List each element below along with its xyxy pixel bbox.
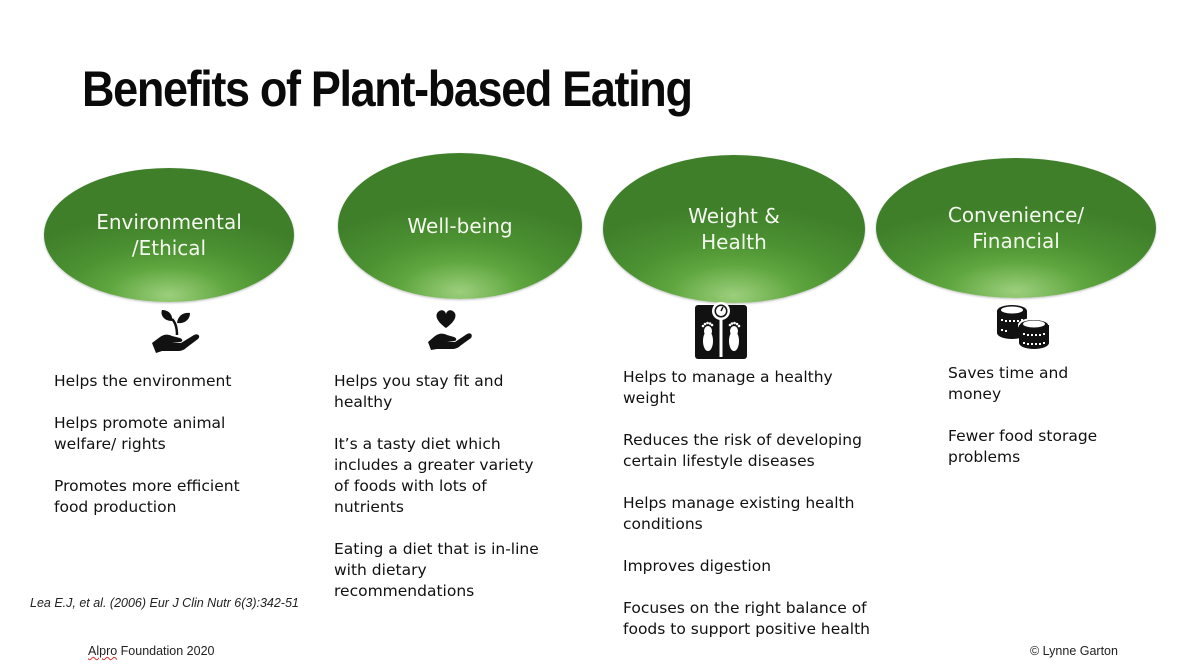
footer-year: Foundation 2020 — [117, 644, 215, 658]
benefit-item: Focuses on the right balance of foods to… — [623, 599, 870, 638]
page-title: Benefits of Plant-based Eating — [82, 61, 693, 117]
benefit-item: Helps to manage a healthy weight — [623, 368, 833, 407]
benefit-item: Improves digestion — [623, 557, 772, 575]
coin-stacks-icon — [997, 305, 1050, 349]
footer-brand: Alpro — [88, 644, 118, 658]
benefits-weight-health: Helps to manage a healthy weight Reduces… — [623, 367, 923, 661]
benefit-item: It’s a tasty diet which includes a great… — [334, 435, 534, 516]
category-label: Well-being — [407, 214, 513, 238]
category-convenience-financial: Convenience/ Financial — [876, 158, 1156, 298]
benefit-item: Reduces the risk of developing certain l… — [623, 431, 862, 470]
benefits-convenience-financial: Saves time and money Fewer food storage … — [948, 363, 1178, 489]
copyright: © Lynne Garton — [1030, 644, 1118, 658]
category-well-being: Well-being — [338, 153, 582, 299]
bathroom-scale-icon — [695, 302, 747, 359]
benefits-environmental-ethical: Helps the environment Helps promote anim… — [54, 371, 304, 539]
benefit-item: Helps manage existing health conditions — [623, 494, 855, 533]
benefit-item: Eating a diet that is in-line with dieta… — [334, 540, 539, 600]
benefit-item: Saves time and money — [948, 364, 1069, 403]
citation: Lea E.J, et al. (2006) Eur J Clin Nutr 6… — [30, 596, 299, 610]
category-label: Convenience/ Financial — [947, 203, 1085, 253]
hand-with-plant-icon — [152, 310, 200, 353]
footer-organization: Alpro Foundation 2020 — [88, 644, 215, 658]
benefit-item: Promotes more efficient food production — [54, 477, 240, 516]
benefit-item: Helps the environment — [54, 372, 232, 390]
category-label: Weight & Health — [688, 204, 780, 254]
benefit-item: Helps promote animal welfare/ rights — [54, 414, 226, 453]
hand-with-heart-icon — [428, 310, 472, 350]
benefit-item: Fewer food storage problems — [948, 427, 1098, 466]
benefit-item: Helps you stay fit and healthy — [334, 372, 504, 411]
category-environmental-ethical: Environmental /Ethical — [44, 168, 294, 302]
category-weight-health: Weight & Health — [603, 155, 865, 303]
benefits-well-being: Helps you stay fit and healthy It’s a ta… — [334, 371, 594, 623]
category-label: Environmental /Ethical — [96, 210, 242, 260]
